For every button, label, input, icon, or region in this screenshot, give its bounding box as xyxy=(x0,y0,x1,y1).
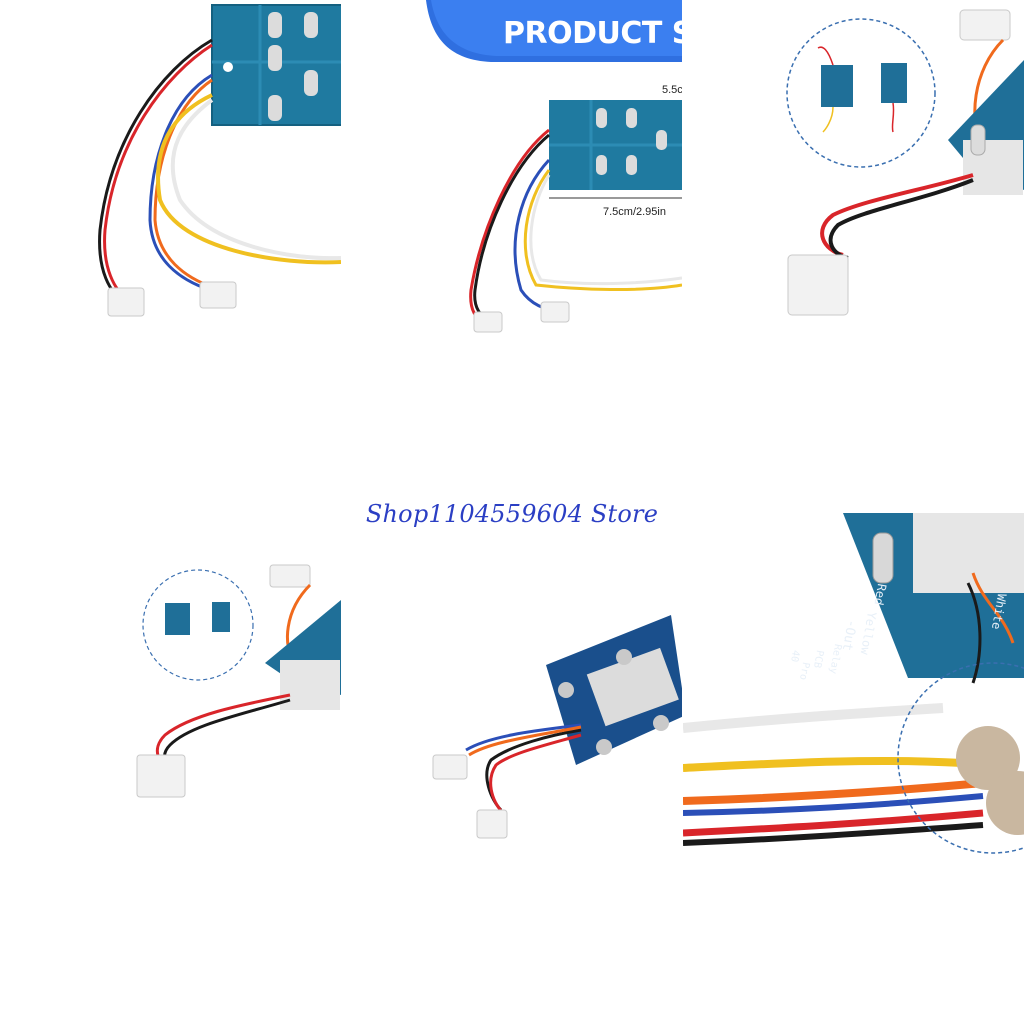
tile-pcb-wires xyxy=(0,0,341,341)
pcb-label-40: 40 xyxy=(788,649,801,663)
pcb-wires-image xyxy=(98,4,341,317)
relay-board-image xyxy=(432,615,682,839)
tile-relay-board xyxy=(341,555,682,896)
height-dimension-label: 5.5c xyxy=(662,84,682,96)
tile-product-size: PRODUCT SIZE 5.5c 7.5cm/2.95in xyxy=(341,0,682,341)
product-size-banner: PRODUCT SIZE xyxy=(503,16,682,51)
relay-inset-image xyxy=(786,9,1024,316)
tile-relay-inset-small xyxy=(0,555,341,896)
store-watermark: Shop1104559604 Store xyxy=(365,500,659,528)
relay-inset-small-image xyxy=(136,564,341,798)
wire-closeup-image xyxy=(683,513,1024,854)
tile-relay-inset xyxy=(683,0,1024,341)
product-size-image xyxy=(426,0,682,333)
tile-wire-closeup: Red White Yellow -Out Relay PCB Pro 40 xyxy=(683,513,1024,854)
width-dimension-label: 7.5cm/2.95in xyxy=(603,206,666,218)
